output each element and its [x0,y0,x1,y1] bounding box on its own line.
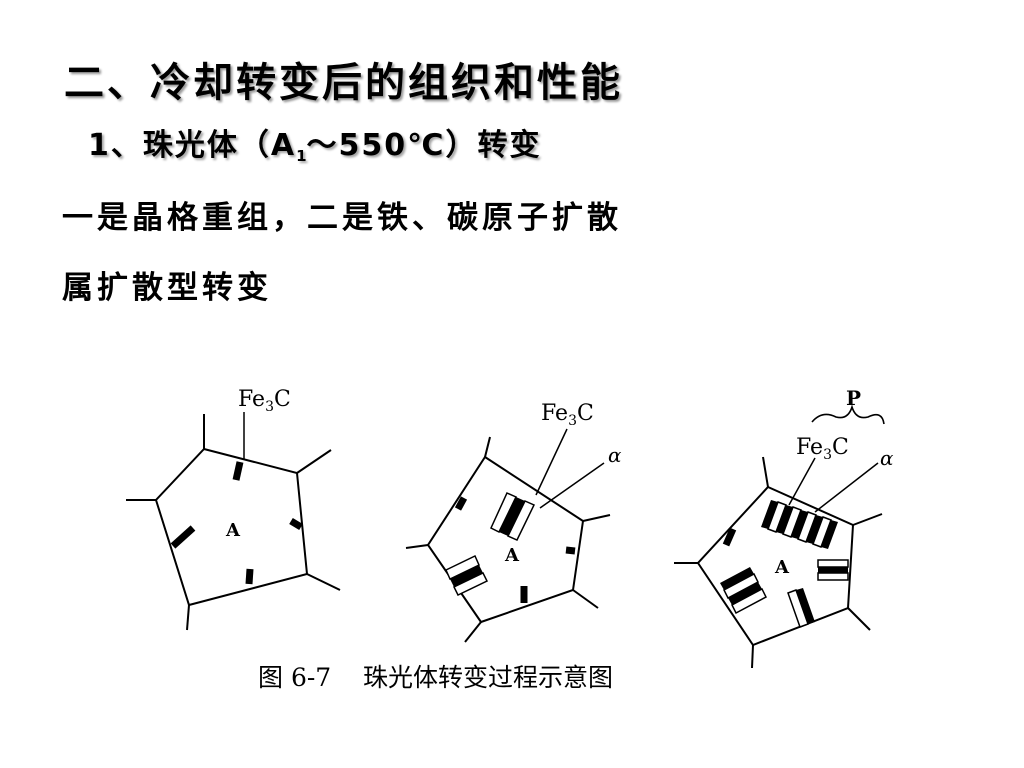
fe3c-pointer-line [788,457,816,506]
cementite-plate [720,567,754,590]
pearlite-colony-2a [490,492,536,541]
cementite-plate [821,520,838,549]
pearlite-colony-3a [761,500,838,549]
cementite-nucleus [245,568,254,585]
ferrite-plate [506,500,536,541]
subtitle-subscript: 1 [296,147,307,165]
boundary-extension [484,436,491,458]
ferrite-plate [817,572,849,581]
cementite-plate [818,567,848,573]
grain-stage-1 [126,412,341,631]
alpha-pointer-line [814,462,879,513]
boundary-extension [186,604,190,631]
pearlite-colony-2b [445,554,489,596]
cementite-nucleus [454,496,468,511]
grain-boundary-1 [154,447,309,607]
fe3c-label-stage-3: Fe3C [796,435,849,463]
grain-stage-2 [405,428,611,643]
alpha-pointer-line [539,462,605,509]
boundary-extension [852,513,883,526]
pearlite-brace [811,404,885,425]
ferrite-plate [817,559,849,568]
grain-boundary-2 [426,455,585,624]
cementite-nucleus [232,461,244,481]
fe3c-label-stage-2: Fe3C [541,401,594,429]
body-line-2: 属扩散型转变 [62,270,272,306]
cementite-nucleus [170,525,196,549]
cementite-plate [761,500,778,529]
fe3c-label-stage-1: Fe3C [238,387,291,415]
section-subtitle: 1、珠光体（A1～550℃）转变 [88,120,541,165]
cementite-plate [499,497,525,536]
figure-caption: 图 6-7 珠光体转变过程示意图 [258,663,613,692]
cementite-plate [776,505,793,534]
pearlite-colony-3c [787,588,815,628]
cementite-nuclei-1 [170,461,303,585]
pearlite-colony-3d [817,559,849,581]
cementite-plate [450,565,483,587]
cementite-plate [806,515,823,544]
body-line-1: 一是晶格重组，二是铁、碳原子扩散 [62,200,622,236]
cementite-nucleus [565,546,576,555]
boundary-extension [751,644,754,669]
boundary-extension [405,544,429,549]
cementite-nucleus [289,517,303,531]
subtitle-suffix: ～550℃）转变 [306,128,542,163]
alpha-label-stage-3: α [880,446,894,470]
boundary-extension [582,514,611,522]
cementite-nuclei-2 [454,496,576,603]
cementite-nuclei-3 [722,527,737,547]
boundary-extension [296,449,332,474]
slide-title: 二、冷却转变后的组织和性能 [64,60,623,106]
boundary-extension [847,607,871,631]
boundary-extension [306,573,341,591]
ferrite-plate [452,572,489,596]
subtitle-prefix: 1、珠光体（A [88,128,297,163]
ferrite-plate [731,587,767,615]
boundary-extension [762,456,769,488]
austenite-label-stage-1: A [225,520,241,541]
cementite-plate [796,588,815,624]
cementite-plate [728,582,762,605]
boundary-extension [464,621,482,643]
cementite-plate [791,510,808,539]
fe3c-pointer-line [535,428,568,496]
pearlite-colony-3b [720,567,767,615]
cementite-nucleus [722,527,737,547]
boundary-extension [572,589,599,609]
pearlite-label-stage-3: P [846,386,861,410]
grain-stage-3 [674,404,885,669]
alpha-label-stage-2: α [608,443,622,467]
austenite-label-stage-3: A [774,557,790,578]
austenite-label-stage-2: A [504,545,520,566]
